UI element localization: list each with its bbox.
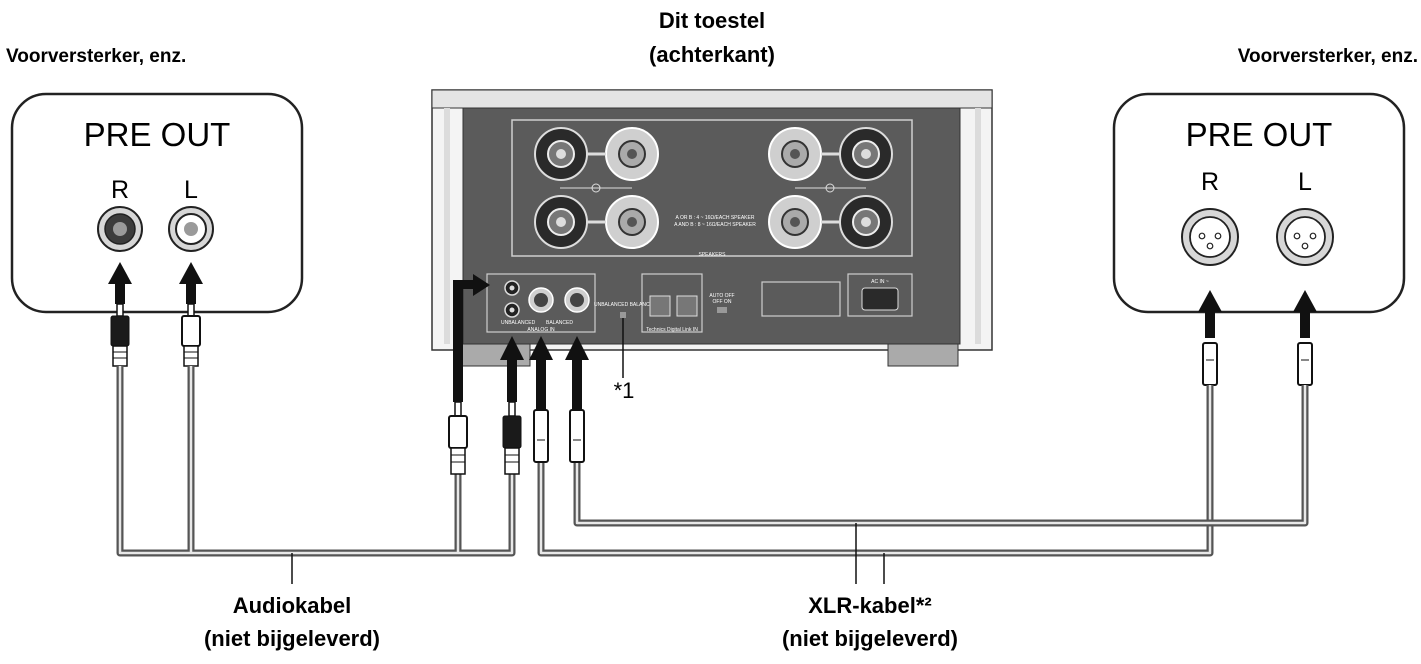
cables	[116, 366, 1309, 557]
left-r-label: R	[110, 176, 130, 204]
digital-link-label: Technics Digital Link IN	[646, 327, 698, 333]
panel-xlr-jacks	[528, 287, 590, 313]
speaker-note-2: A AND B : 8 ~ 16Ω/EACH SPEAKER	[674, 222, 756, 228]
xlr-cable-sub: (niet bijgeleverd)	[781, 626, 959, 651]
left-rca-plug-l	[181, 303, 201, 367]
unbalanced-label: UNBALANCED	[501, 320, 536, 326]
right-xlr-plug-r	[1202, 342, 1218, 386]
balance-switch	[620, 312, 626, 318]
left-preamp-box	[10, 92, 304, 314]
right-xlr-plug-l	[1297, 342, 1313, 386]
left-arrow-r	[108, 262, 132, 304]
right-pre-out-label: PRE OUT	[1185, 116, 1333, 153]
left-l-label: L	[184, 176, 198, 204]
left-rca-jack-l	[168, 206, 214, 252]
auto-off-states: OFF ON	[713, 299, 732, 305]
panel-rca-jacks	[504, 280, 520, 318]
digital-link-ports	[649, 295, 698, 317]
speakers-label: SPEAKERS	[699, 252, 727, 258]
note1-label: *1	[613, 378, 635, 403]
device-rear-panel: SPEAKERS A OR B : 4 ~ 16Ω/EACH SPEAKER A…	[431, 89, 993, 367]
analog-in-label: ANALOG IN	[527, 327, 555, 333]
left-rca-jack-r	[97, 206, 143, 252]
ac-inlet	[861, 287, 899, 311]
audio-cable-label: Audiokabel	[232, 593, 352, 618]
left-rca-plug-r	[110, 303, 130, 367]
xlr-cable-1	[537, 385, 1214, 557]
device-rca-plug-white	[448, 401, 468, 475]
device-title: Dit toestel	[658, 8, 766, 33]
right-xlr-jack-l	[1276, 208, 1334, 266]
device-rca-plug-red	[502, 401, 522, 475]
auto-off-switch	[717, 307, 727, 313]
device-arrows	[453, 274, 589, 410]
switch-label: UNBALANCED BALANCED	[594, 302, 657, 308]
left-arrow-l	[179, 262, 203, 304]
right-l-label: L	[1298, 168, 1312, 196]
right-arrow-l	[1293, 290, 1317, 338]
balanced-label: BALANCED	[546, 320, 573, 326]
auto-off-label: AUTO OFF	[709, 293, 734, 299]
right-r-label: R	[1200, 168, 1220, 196]
right-source-label: Voorversterker, enz.	[1237, 46, 1418, 67]
right-preamp-box	[1112, 92, 1406, 314]
audio-cable-sub: (niet bijgeleverd)	[203, 626, 381, 651]
device-xlr-plug-1	[533, 409, 549, 463]
device-xlr-plug-2	[569, 409, 585, 463]
speaker-note-1: A OR B : 4 ~ 16Ω/EACH SPEAKER	[676, 215, 755, 221]
xlr-cable-label: XLR-kabel*²	[808, 593, 932, 618]
left-source-label: Voorversterker, enz.	[6, 46, 187, 67]
device-subtitle: (achterkant)	[649, 42, 775, 67]
xlr-cable-2	[573, 385, 1309, 527]
speaker-terminals	[534, 127, 893, 249]
right-xlr-jack-r	[1181, 208, 1239, 266]
right-arrow-r	[1198, 290, 1222, 338]
left-pre-out-label: PRE OUT	[83, 116, 231, 153]
ac-in-label: AC IN ~	[871, 279, 889, 285]
